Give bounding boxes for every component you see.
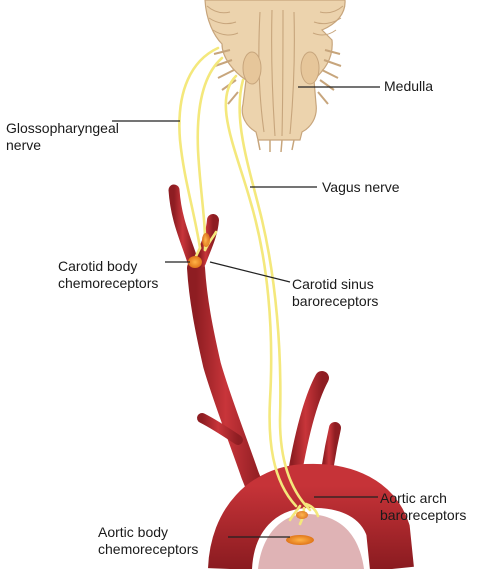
carotid-body-line2: chemoreceptors bbox=[58, 275, 159, 291]
carotid-sinus-baroreceptor bbox=[202, 233, 210, 247]
aortic-arch-line1: Aortic arch bbox=[380, 490, 447, 506]
carotid-sinus-line1: Carotid sinus bbox=[292, 276, 374, 292]
carotid-sinus-line2: baroreceptors bbox=[292, 293, 379, 309]
brainstem bbox=[204, 0, 346, 153]
label-vagus-nerve: Vagus nerve bbox=[322, 179, 400, 196]
label-glossopharyngeal-nerve: Glossopharyngeal nerve bbox=[6, 120, 119, 154]
leader-lines bbox=[112, 86, 380, 538]
carotid-body-line1: Carotid body bbox=[58, 258, 138, 274]
aortic-arch-baroreceptor bbox=[296, 511, 308, 519]
aortic-body-line1: Aortic body bbox=[98, 524, 169, 540]
carotid-body-chemoreceptor bbox=[188, 256, 202, 268]
label-aortic-arch-baroreceptors: Aortic arch baroreceptors bbox=[380, 490, 466, 524]
label-carotid-sinus-baroreceptors: Carotid sinus baroreceptors bbox=[292, 276, 378, 310]
receptors bbox=[188, 233, 314, 545]
nerves bbox=[178, 46, 320, 526]
glossopharyngeal-line1: Glossopharyngeal bbox=[6, 120, 119, 136]
leader-carotid-sinus bbox=[209, 261, 291, 283]
label-medulla: Medulla bbox=[384, 78, 433, 95]
label-carotid-body-chemoreceptors: Carotid body chemoreceptors bbox=[58, 258, 158, 292]
medulla-text: Medulla bbox=[384, 78, 434, 94]
glossopharyngeal-line2: nerve bbox=[6, 137, 42, 153]
aortic-body-chemoreceptor bbox=[286, 535, 314, 545]
aortic-arch-line2: baroreceptors bbox=[380, 507, 467, 523]
label-aortic-body-chemoreceptors: Aortic body chemoreceptors bbox=[98, 524, 198, 558]
aortic-body-line2: chemoreceptors bbox=[98, 541, 199, 557]
vagus-text: Vagus nerve bbox=[322, 179, 400, 195]
